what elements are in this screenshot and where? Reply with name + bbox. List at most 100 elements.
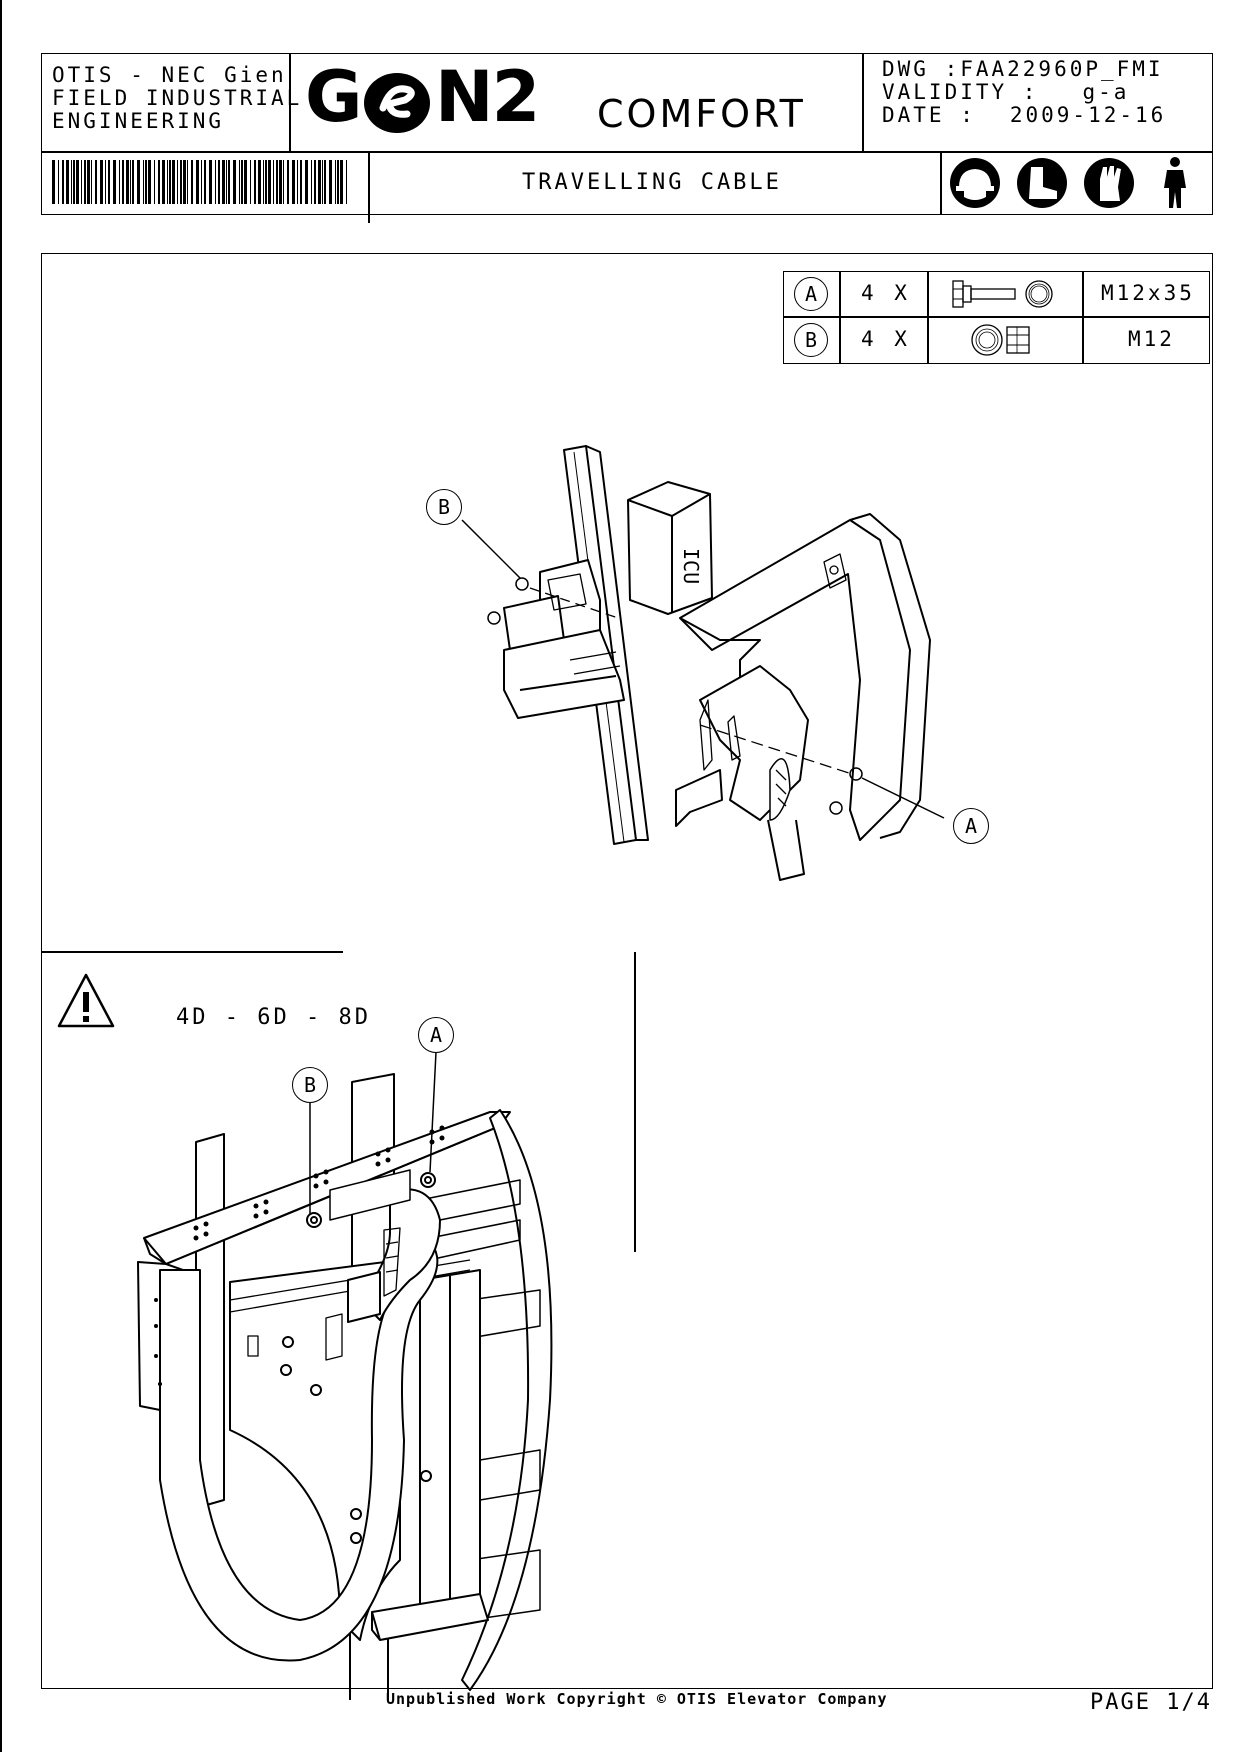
helmet-icon xyxy=(950,158,1000,208)
barcode-bar xyxy=(318,160,321,204)
barcode-bar xyxy=(239,160,240,204)
barcode-bar xyxy=(167,160,168,204)
parts-table-col-3 xyxy=(1082,271,1084,364)
parts-qty-a: 4 X xyxy=(861,281,911,305)
barcode-bar xyxy=(126,160,129,204)
barcode-bar xyxy=(76,160,79,204)
icu-label: ICU xyxy=(679,548,703,584)
barcode-bar xyxy=(335,160,336,204)
validity-row: VALIDITY : g-a xyxy=(882,81,1166,104)
parts-table-col-2 xyxy=(927,271,929,364)
barcode-bar xyxy=(87,160,90,204)
barcode-bar xyxy=(297,160,298,204)
validity-value: g-a xyxy=(1082,80,1130,104)
parts-table-frame xyxy=(783,271,1210,364)
barcode-bar xyxy=(287,160,289,204)
copyright-notice: Unpublished Work Copyright © OTIS Elevat… xyxy=(386,1690,888,1708)
barcode-bar xyxy=(187,160,188,204)
worker-icon xyxy=(1164,157,1186,208)
barcode-bar xyxy=(250,160,251,204)
page-number: PAGE 1/4 xyxy=(1090,1690,1212,1715)
barcode-bar xyxy=(108,160,110,204)
barcode-bar xyxy=(305,160,308,204)
section-divider-horizontal xyxy=(41,951,343,953)
barcode-bar xyxy=(258,160,261,204)
barcode-bar xyxy=(254,160,256,204)
barcode-bar xyxy=(314,160,316,204)
barcode-bar xyxy=(145,160,147,204)
barcode-bar xyxy=(95,160,97,204)
barcode-bar xyxy=(322,160,323,204)
barcode-bar xyxy=(52,160,55,204)
barcode-bar xyxy=(215,160,216,204)
barcode-bar xyxy=(300,160,302,204)
barcode-bar xyxy=(241,160,243,204)
barcode-bar xyxy=(204,160,206,204)
barcode-bar xyxy=(137,160,140,204)
barcode xyxy=(52,160,347,204)
header-col-divider-1 xyxy=(289,53,291,151)
barcode-bar xyxy=(119,160,120,204)
barcode-bar xyxy=(132,160,134,204)
bolt-washer-icon xyxy=(952,280,1053,308)
barcode-bar xyxy=(122,160,124,204)
parts-table: A 4 X M12x35 B 4 X M12 xyxy=(783,271,1210,364)
barcode-bar xyxy=(169,160,171,204)
date-row: DATE :2009-12-16 xyxy=(882,104,1166,127)
lower-callout-b: B xyxy=(292,1067,328,1103)
parts-size-a: M12x35 xyxy=(1101,281,1195,305)
barcode-bar xyxy=(196,160,199,204)
document-title: TRAVELLING CABLE xyxy=(522,170,782,195)
barcode-bar xyxy=(226,160,227,204)
header-col-divider-2 xyxy=(862,53,864,151)
parts-qty-b: 4 X xyxy=(861,327,911,351)
barcode-bar xyxy=(218,160,220,204)
boot-icon xyxy=(1017,158,1067,208)
brand-sub: COMFORT xyxy=(597,92,806,136)
barcode-bar xyxy=(113,160,116,204)
barcode-bar xyxy=(183,160,186,204)
brand-logo: G N2 COMFORT xyxy=(305,56,803,148)
brand-e-logo-icon xyxy=(364,73,430,133)
barcode-bar xyxy=(329,160,332,204)
barcode-bar xyxy=(263,160,264,204)
parts-ref-a: A xyxy=(794,277,828,311)
warning-icon xyxy=(57,973,115,1028)
header-col-divider-4 xyxy=(940,151,942,215)
parts-table-col-1 xyxy=(839,271,841,364)
barcode-bar xyxy=(158,160,160,204)
barcode-bar xyxy=(233,160,236,204)
barcode-bar xyxy=(84,160,86,204)
barcode-bar xyxy=(244,160,247,204)
upper-callout-b: B xyxy=(426,489,462,525)
barcode-bar xyxy=(172,160,175,204)
glove-icon xyxy=(1084,158,1134,208)
barcode-bar xyxy=(154,160,155,204)
barcode-bar xyxy=(130,160,131,204)
barcode-bar xyxy=(105,160,106,204)
lower-callout-a: A xyxy=(418,1017,454,1053)
org-line-1: OTIS - NEC Gien xyxy=(52,63,287,87)
barcode-bar xyxy=(324,160,326,204)
barcode-bar xyxy=(143,160,144,204)
barcode-bar xyxy=(265,160,267,204)
barcode-bar xyxy=(292,160,295,204)
barcode-bar xyxy=(71,160,72,204)
barcode-bar xyxy=(346,160,347,204)
barcode-bar xyxy=(100,160,103,204)
barcode-bar xyxy=(209,160,212,204)
date-value: 2009-12-16 xyxy=(1009,103,1167,127)
barcode-bar xyxy=(228,160,230,204)
org-line-3: ENGINEERING xyxy=(52,109,225,133)
brand-letter-g: G xyxy=(305,56,362,138)
barcode-bar xyxy=(180,160,182,204)
barcode-bar xyxy=(66,160,69,204)
barcode-bar xyxy=(279,160,282,204)
barcode-bar xyxy=(276,160,278,204)
barcode-bar xyxy=(62,160,64,204)
validity-label: VALIDITY : xyxy=(882,80,1039,104)
header-row-divider xyxy=(41,151,1213,153)
barcode-bar xyxy=(311,160,312,204)
